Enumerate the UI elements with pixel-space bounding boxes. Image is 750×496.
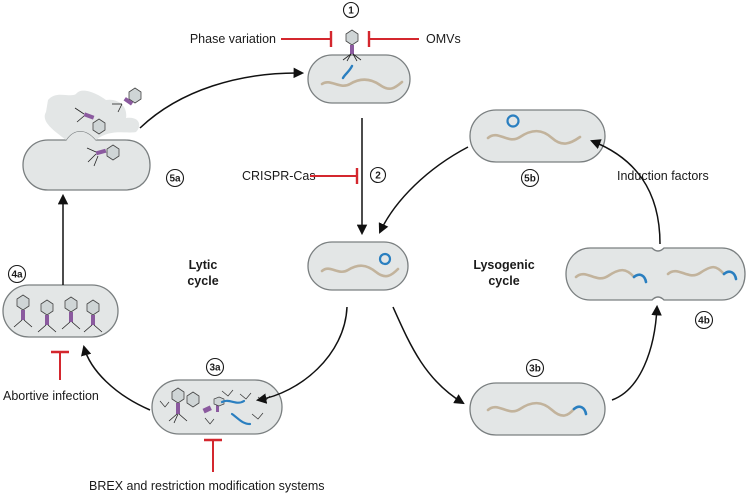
- step-4b-marker: 4b: [694, 310, 714, 330]
- arrow-5a-to-1: [139, 67, 305, 129]
- step-1-label: 1: [348, 6, 354, 17]
- crispr-cas-label: CRISPR-Cas: [242, 169, 316, 183]
- lytic-cycle-label-2: cycle: [187, 274, 218, 288]
- arrow-5b-to-2: [378, 146, 469, 234]
- arrow-3b-to-4b: [611, 304, 662, 401]
- step-4b-label: 4b: [698, 316, 710, 327]
- phage-dna-copy: [230, 412, 252, 426]
- cell-step-4b: [565, 247, 746, 301]
- omvs-inhibitor: [367, 31, 419, 47]
- cell-step-4a: [2, 284, 119, 338]
- arrow-4b-to-5b: [590, 139, 661, 245]
- excised-prophage: [506, 114, 520, 128]
- arrow-2-to-3b: [392, 306, 465, 405]
- step-3a-marker: 3a: [205, 357, 225, 377]
- step-5a-label: 5a: [169, 174, 181, 185]
- integrated-prophage: [572, 405, 588, 416]
- cell-step-3b: [469, 382, 606, 436]
- step-1-marker: 1: [342, 1, 360, 19]
- step-4a-marker: 4a: [7, 264, 27, 284]
- phase-variation-inhibitor: [281, 31, 333, 47]
- circular-phage-genome: [378, 252, 392, 266]
- brex-rm-label: BREX and restriction modification system…: [89, 479, 325, 493]
- induction-factors-label: Induction factors: [617, 169, 709, 183]
- cell-step-1: [307, 54, 411, 104]
- step-4a-label: 4a: [11, 270, 23, 281]
- bacterial-chromosome: [320, 78, 404, 90]
- abortive-infection-label: Abortive infection: [3, 389, 99, 403]
- step-2-marker: 2: [369, 166, 387, 184]
- cell-step-5a: [22, 87, 151, 191]
- step-5b-marker: 5b: [520, 168, 540, 188]
- phage-attaching: [342, 29, 362, 62]
- cell-step-3a: [151, 379, 283, 435]
- lysogenic-cycle-label-1: Lysogenic: [473, 258, 534, 272]
- phage-dna-injected: [341, 64, 354, 80]
- phase-variation-label: Phase variation: [190, 32, 276, 46]
- crispr-cas-inhibitor: [310, 168, 359, 184]
- cell-step-5b: [469, 109, 606, 163]
- step-3b-label: 3b: [529, 364, 541, 375]
- step-3a-label: 3a: [209, 363, 221, 374]
- omvs-label: OMVs: [426, 32, 461, 46]
- step-3b-marker: 3b: [525, 358, 545, 378]
- step-2-label: 2: [375, 171, 381, 182]
- arrow-2-to-3a: [255, 306, 348, 404]
- cell-step-2: [307, 241, 409, 291]
- lysogenic-cycle-label-2: cycle: [488, 274, 519, 288]
- lytic-cycle-label-1: Lytic: [189, 258, 218, 272]
- arrow-3a-to-4a: [81, 344, 151, 411]
- step-5b-label: 5b: [524, 174, 536, 185]
- abortive-infection-inhibitor: [51, 350, 69, 380]
- step-5a-marker: 5a: [165, 168, 185, 188]
- brex-rm-inhibitor: [204, 438, 222, 472]
- phage-dna-copy: [220, 399, 246, 404]
